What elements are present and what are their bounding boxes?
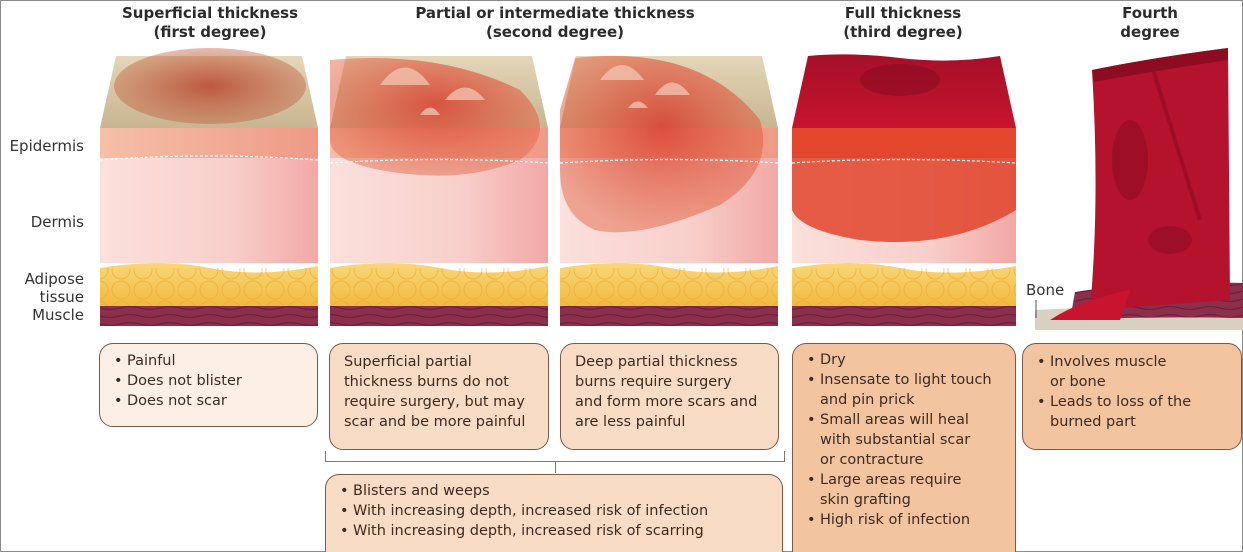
list-item: Does not scar (114, 391, 303, 411)
label-dermis: Dermis (0, 213, 84, 231)
list-item: High risk of infection (807, 510, 1001, 530)
text-line: Insensate to light touch (820, 372, 992, 388)
box-fourth-degree: Involves muscle or bone Leads to loss of … (1022, 343, 1242, 450)
box-superficial-partial: Superficial partial thickness burns do n… (329, 343, 549, 450)
list-item: Painful (114, 351, 303, 371)
list-item: Dry (807, 350, 1001, 370)
text-line: burned part (1050, 414, 1136, 430)
label-muscle: Muscle (0, 306, 84, 324)
text-line: and pin prick (820, 392, 914, 408)
box-second-degree-common: Blisters and weeps With increasing depth… (325, 474, 783, 552)
panel-deep-partial (560, 56, 778, 326)
text-line: with substantial scar (820, 432, 970, 448)
panel-superficial-partial (330, 56, 548, 326)
list-item: Insensate to light touch and pin prick (807, 370, 1001, 410)
list-item: Does not blister (114, 371, 303, 391)
text-line: or bone (1050, 374, 1106, 390)
list-item: Small areas will heal with substantial sc… (807, 410, 1001, 470)
text-line: require surgery, but may (344, 392, 534, 412)
panel-first-degree (100, 48, 318, 326)
text-line: Deep partial thickness (575, 352, 764, 372)
list-item: Involves muscle or bone (1037, 352, 1227, 392)
label-epidermis: Epidermis (0, 137, 84, 155)
text-line: Large areas require (820, 472, 961, 488)
text-line: Leads to loss of the (1050, 394, 1191, 410)
text-line: Small areas will heal (820, 412, 969, 428)
box-first-degree: Painful Does not blister Does not scar (99, 343, 318, 427)
text-line: and form more scars and (575, 392, 764, 412)
text-line: scar and be more painful (344, 412, 534, 432)
list-item: With increasing depth, increased risk of… (340, 521, 768, 541)
text-line: or contracture (820, 452, 923, 468)
list-item: Blisters and weeps (340, 481, 768, 501)
list-item: Large areas require skin grafting (807, 470, 1001, 510)
text-line: skin grafting (820, 492, 911, 508)
panel-full-thickness (792, 54, 1016, 326)
label-adipose: Adipose (0, 270, 84, 288)
label-bone: Bone (1026, 281, 1064, 299)
text-line: burns require surgery (575, 372, 764, 392)
bracket-stem (555, 461, 556, 473)
label-tissue: tissue (0, 288, 84, 306)
box-third-degree: Dry Insensate to light touch and pin pric… (792, 343, 1016, 552)
text-line: thickness burns do not (344, 372, 534, 392)
box-deep-partial: Deep partial thickness burns require sur… (560, 343, 779, 450)
text-line: Involves muscle (1050, 354, 1166, 370)
panel-fourth-degree (1035, 48, 1243, 330)
list-item: Leads to loss of the burned part (1037, 392, 1227, 432)
list-item: With increasing depth, increased risk of… (340, 501, 768, 521)
text-line: Superficial partial (344, 352, 534, 372)
text-line: are less painful (575, 412, 764, 432)
